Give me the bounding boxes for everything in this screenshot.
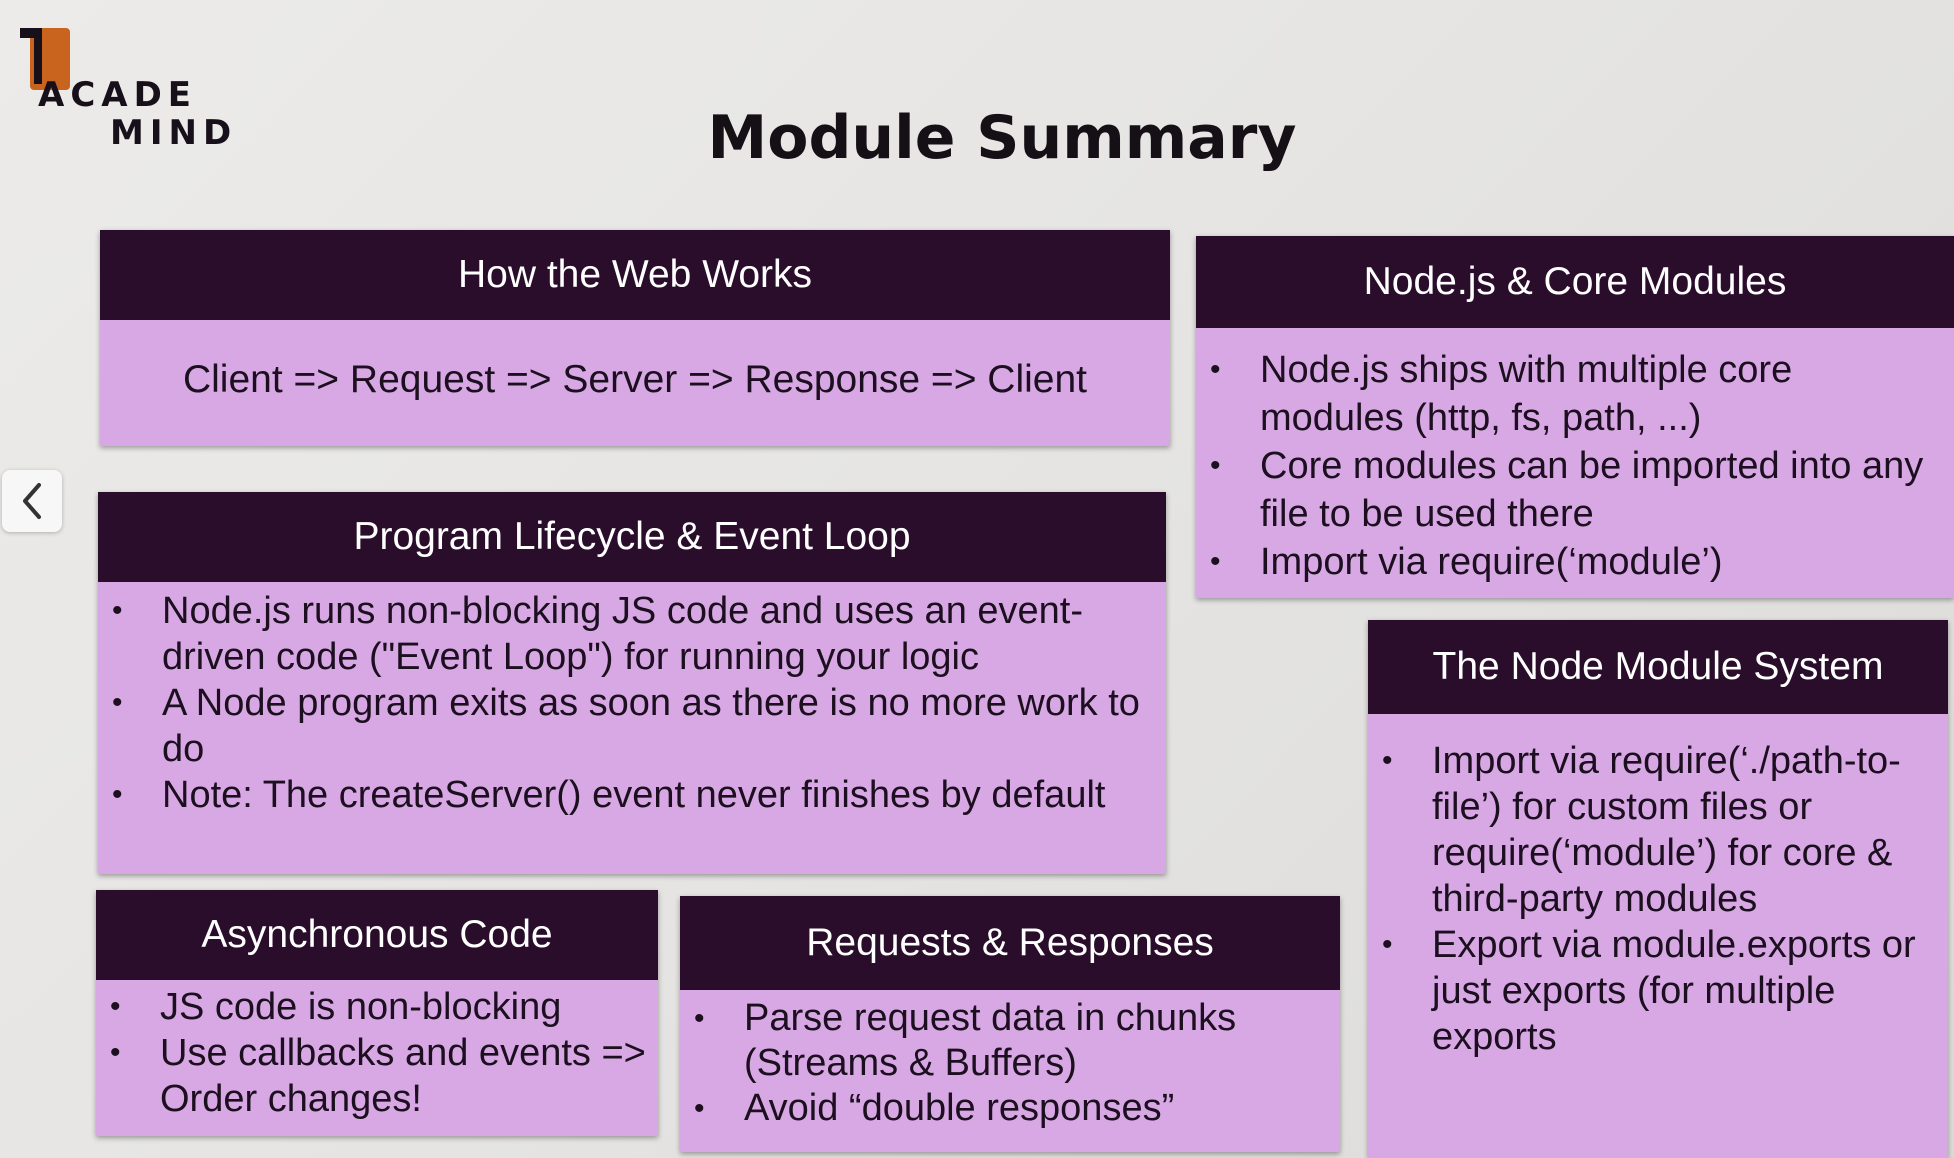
card-body: • Import via require(‘./path-to-file’) fo… (1368, 714, 1948, 1060)
list-item-text: Parse request data in chunks (Streams & … (744, 997, 1237, 1084)
list-item-text: Node.js ships with multiple core modules… (1260, 349, 1793, 439)
card-node-module-system: The Node Module System • Import via requi… (1368, 620, 1948, 1158)
card-body: • Parse request data in chunks (Streams &… (680, 990, 1340, 1131)
card-title: Node.js & Core Modules (1196, 236, 1954, 328)
bullet-icon: • (1210, 449, 1221, 482)
card-how-the-web-works: How the Web Works Client => Request => S… (100, 230, 1170, 446)
list-item-text: Import via require(‘module’) (1260, 541, 1723, 583)
page-title: Module Summary (707, 103, 1297, 173)
bullet-list: • JS code is non-blocking • Use callbacks … (96, 984, 648, 1122)
card-title: The Node Module System (1368, 620, 1948, 714)
list-item: • Export via module.exports or just expor… (1368, 922, 1932, 1060)
list-item: • Import via require(‘module’) (1196, 538, 1934, 586)
bullet-icon: • (110, 1036, 121, 1069)
logo-mark-icon (20, 28, 70, 90)
academind-logo: ACADE MIND (14, 24, 234, 154)
list-item: • Avoid “double responses” (680, 1086, 1330, 1131)
bullet-list: • Node.js ships with multiple core module… (1196, 346, 1934, 586)
list-item: • Import via require(‘./path-to-file’) fo… (1368, 738, 1932, 922)
chevron-left-icon (23, 483, 41, 519)
card-title: Requests & Responses (680, 896, 1340, 990)
bullet-icon: • (112, 594, 123, 627)
logo-text-line1: ACADE (38, 75, 198, 115)
bullet-icon: • (1210, 545, 1221, 578)
bullet-icon: • (694, 1092, 705, 1125)
logo-text-line2: MIND (110, 113, 238, 153)
list-item-text: A Node program exits as soon as there is… (162, 682, 1140, 770)
card-body: • Node.js runs non-blocking JS code and u… (98, 582, 1166, 818)
card-requests-responses: Requests & Responses • Parse request data… (680, 896, 1340, 1152)
list-item-text: Export via module.exports or just export… (1432, 924, 1916, 1058)
bullet-icon: • (1382, 928, 1393, 961)
card-body: • JS code is non-blocking • Use callbacks … (96, 980, 658, 1122)
list-item-text: Use callbacks and events => Order change… (160, 1032, 646, 1120)
card-title: Program Lifecycle & Event Loop (98, 492, 1166, 582)
card-nodejs-core-modules: Node.js & Core Modules • Node.js ships wi… (1196, 236, 1954, 598)
list-item-text: Note: The createServer() event never fin… (162, 774, 1106, 816)
bullet-icon: • (112, 778, 123, 811)
bullet-list: • Parse request data in chunks (Streams &… (680, 996, 1330, 1131)
bullet-icon: • (110, 990, 121, 1023)
list-item-text: JS code is non-blocking (160, 986, 562, 1028)
card-asynchronous-code: Asynchronous Code • JS code is non-blocki… (96, 890, 658, 1136)
list-item: • Node.js ships with multiple core module… (1196, 346, 1934, 442)
bullet-icon: • (1382, 744, 1393, 777)
list-item: • JS code is non-blocking (96, 984, 648, 1030)
card-body: • Node.js ships with multiple core module… (1196, 328, 1954, 586)
list-item: • Core modules can be imported into any f… (1196, 442, 1934, 538)
card-title: Asynchronous Code (96, 890, 658, 980)
bullet-icon: • (112, 686, 123, 719)
bullet-icon: • (1210, 353, 1221, 386)
card-text: Client => Request => Server => Response … (182, 358, 1088, 401)
list-item: • Node.js runs non-blocking JS code and u… (98, 588, 1150, 680)
list-item: • Use callbacks and events => Order chang… (96, 1030, 648, 1122)
list-item: • Parse request data in chunks (Streams &… (680, 996, 1330, 1086)
list-item-text: Node.js runs non-blocking JS code and us… (162, 590, 1083, 678)
list-item-text: Avoid “double responses” (744, 1087, 1175, 1129)
bullet-list: • Node.js runs non-blocking JS code and u… (98, 588, 1150, 818)
list-item: • Note: The createServer() event never fi… (98, 772, 1150, 818)
bullet-list: • Import via require(‘./path-to-file’) fo… (1368, 738, 1932, 1060)
previous-slide-button[interactable] (2, 470, 62, 532)
card-program-lifecycle: Program Lifecycle & Event Loop • Node.js … (98, 492, 1166, 874)
card-title: How the Web Works (100, 230, 1170, 320)
bullet-icon: • (694, 1002, 705, 1035)
list-item: • A Node program exits as soon as there i… (98, 680, 1150, 772)
list-item-text: Import via require(‘./path-to-file’) for… (1432, 740, 1901, 920)
list-item-text: Core modules can be imported into any fi… (1260, 445, 1924, 535)
